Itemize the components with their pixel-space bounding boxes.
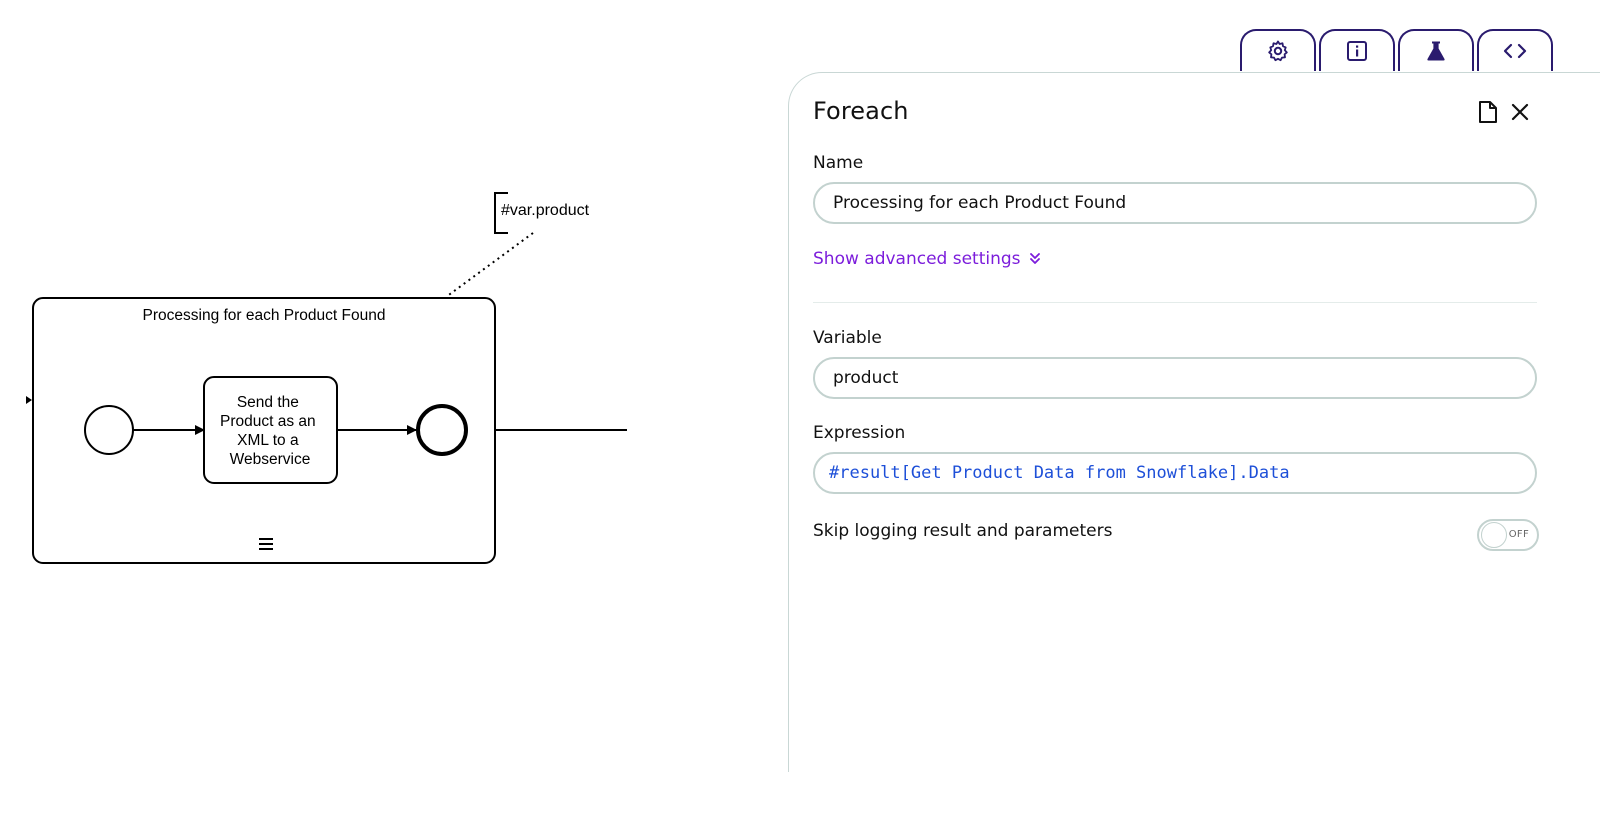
name-field-wrapper [813, 182, 1537, 224]
panel-title: Foreach [813, 97, 909, 125]
name-label: Name [813, 153, 864, 173]
bpmn-diagram[interactable]: #var.product Processing for each Product… [0, 0, 790, 826]
panel-tab-strip [1240, 29, 1553, 74]
variable-label: Variable [813, 328, 882, 348]
name-input[interactable] [833, 193, 1535, 213]
expression-input[interactable] [829, 463, 1535, 483]
expression-label: Expression [813, 423, 906, 443]
task-label: Send the Product as an XML to a Webservi… [220, 394, 320, 468]
tab-settings[interactable] [1240, 29, 1316, 71]
annotation-text[interactable]: #var.product [501, 202, 590, 219]
show-advanced-settings-link[interactable]: Show advanced settings [813, 249, 1041, 269]
annotation-association[interactable] [445, 232, 534, 298]
task-label-line: Product as an [220, 413, 316, 430]
close-icon [1511, 103, 1529, 121]
info-icon [1347, 41, 1367, 61]
variable-field-wrapper [813, 357, 1537, 399]
start-event[interactable] [84, 405, 134, 455]
skip-logging-toggle[interactable]: OFF [1477, 519, 1539, 551]
annotation-bracket[interactable] [494, 192, 508, 234]
close-button[interactable] [1507, 99, 1533, 125]
gear-icon [1268, 40, 1288, 62]
variable-input[interactable] [833, 368, 1535, 388]
document-button[interactable] [1475, 99, 1501, 125]
expression-field-wrapper [813, 452, 1537, 494]
task-label-line: XML to a [237, 432, 299, 449]
subprocess-label: Processing for each Product Found [143, 307, 386, 324]
code-icon [1503, 43, 1527, 59]
advanced-settings-label: Show advanced settings [813, 249, 1021, 269]
document-icon [1479, 101, 1497, 123]
toggle-knob [1481, 522, 1507, 548]
task-label-line: Send the [237, 394, 299, 411]
toggle-state-label: OFF [1508, 529, 1529, 540]
end-event[interactable] [416, 404, 468, 456]
tab-info[interactable] [1319, 29, 1395, 71]
double-chevron-down-icon [1029, 253, 1040, 264]
multi-instance-sequential-icon [259, 538, 273, 550]
incoming-flow-arrow [26, 396, 32, 404]
tab-code[interactable] [1477, 29, 1553, 71]
skip-logging-label: Skip logging result and parameters [813, 521, 1113, 541]
tab-test[interactable] [1398, 29, 1474, 71]
diagram-canvas[interactable]: #var.product Processing for each Product… [0, 0, 790, 826]
flask-icon [1427, 41, 1445, 61]
task-label-line: Webservice [230, 451, 311, 468]
properties-panel: Foreach Name Show advanced settings Vari… [788, 72, 1600, 772]
section-divider [813, 302, 1537, 303]
